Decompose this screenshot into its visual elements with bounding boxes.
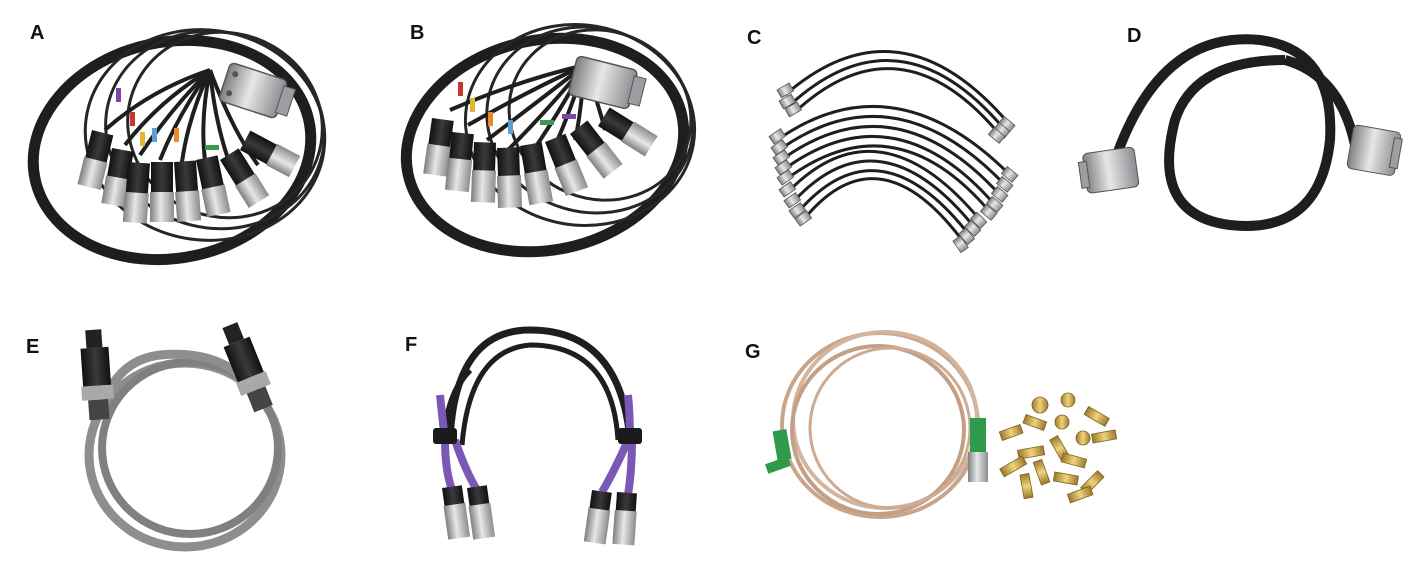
toslink-plug-left — [80, 329, 115, 421]
db25-connector-a — [218, 62, 297, 119]
panel-a-db25-xlr-male-snake — [27, 28, 327, 266]
panel-e-optical-cable — [80, 322, 286, 552]
panel-label-b: B — [410, 22, 425, 44]
db25-connector-d-left — [1077, 146, 1140, 194]
panel-label-c: C — [747, 27, 762, 49]
panel-label-a: A — [30, 22, 45, 44]
db25-connector-d-right — [1346, 124, 1403, 176]
bnc-plugs-c — [768, 82, 1019, 254]
panel-g-coax-adapter-kit — [765, 330, 1118, 519]
coax-plug-left — [765, 429, 792, 474]
panel-label-f: F — [405, 334, 418, 356]
xlr-female-connectors-b — [423, 107, 658, 208]
brass-adapters — [998, 392, 1118, 504]
db25-connector-b — [568, 55, 647, 110]
xlr-connectors-f — [442, 485, 637, 546]
panel-label-g: G — [745, 341, 761, 363]
toslink-plug-right — [222, 322, 273, 413]
panel-b-db25-xlr-female-snake — [400, 23, 697, 258]
xlr-male-connectors-a — [77, 130, 301, 224]
panel-label-d: D — [1127, 25, 1142, 47]
panel-label-e: E — [26, 336, 40, 358]
panel-c-bnc-cables — [768, 50, 1019, 254]
panel-f-dual-xlr-cable — [433, 326, 642, 546]
panel-d-db25-cable — [1077, 34, 1403, 231]
coax-plug-right — [968, 418, 988, 482]
